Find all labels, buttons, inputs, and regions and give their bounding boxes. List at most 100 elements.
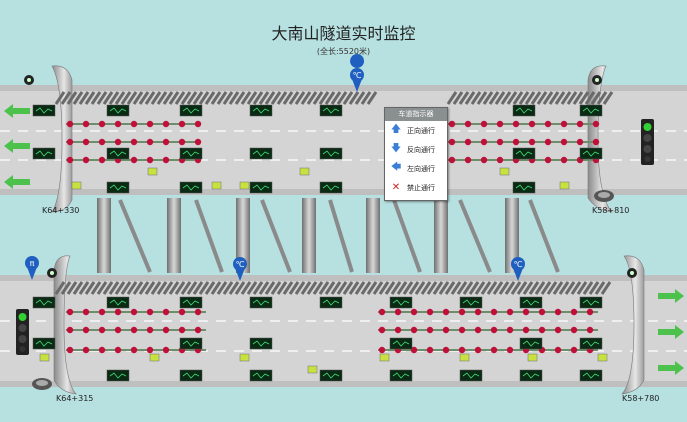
detector-tag xyxy=(559,181,570,190)
jet-fan xyxy=(234,281,246,295)
lamp xyxy=(194,120,202,128)
menu-item-reverse[interactable]: 🡇 反向通行 xyxy=(385,140,447,159)
jet-fan xyxy=(540,281,552,295)
jet-fan xyxy=(258,281,270,295)
jet-fan xyxy=(210,91,222,105)
jet-fan xyxy=(324,281,336,295)
traffic-signal-lower-left[interactable] xyxy=(16,309,29,355)
waveform xyxy=(182,299,200,306)
jet-fan xyxy=(276,91,288,105)
traffic-signal-upper-right[interactable] xyxy=(641,119,654,165)
svg-text:℃: ℃ xyxy=(514,260,523,269)
lamp xyxy=(394,326,402,334)
menu-item-left[interactable]: 🡄 左向通行 xyxy=(385,159,447,178)
jet-fan xyxy=(168,281,180,295)
menu-item-forward[interactable]: 🡅 正向通行 xyxy=(385,121,447,140)
monitor-screen xyxy=(179,337,203,350)
jet-fan xyxy=(498,281,510,295)
detector-tag xyxy=(527,353,538,362)
jet-fan xyxy=(264,281,276,295)
lamp xyxy=(98,120,106,128)
lamp xyxy=(426,346,434,354)
lamp xyxy=(410,326,418,334)
lamp xyxy=(554,346,562,354)
lamp xyxy=(66,308,74,316)
jet-fan xyxy=(204,91,216,105)
jet-fan xyxy=(384,281,396,295)
waveform xyxy=(392,340,410,347)
lamp xyxy=(82,138,90,146)
lamp xyxy=(66,346,74,354)
jet-fan xyxy=(240,91,252,105)
waveform xyxy=(515,107,533,114)
jet-fan xyxy=(474,281,486,295)
monitor-screen xyxy=(179,104,203,117)
location-pin-icon[interactable]: ℃ xyxy=(511,257,525,281)
lamp xyxy=(146,326,154,334)
jet-fan xyxy=(318,281,330,295)
monitor-screen xyxy=(389,337,413,350)
lamp xyxy=(378,308,386,316)
jet-fan xyxy=(470,91,482,105)
jet-fan xyxy=(360,91,372,105)
lamp xyxy=(554,326,562,334)
location-pin-icon[interactable]: π xyxy=(25,256,39,280)
waveform xyxy=(182,107,200,114)
lamp xyxy=(506,326,514,334)
jet-fan xyxy=(294,91,306,105)
lamp xyxy=(194,308,202,316)
jet-fan xyxy=(390,281,402,295)
waveform xyxy=(109,107,127,114)
lamp xyxy=(82,120,90,128)
lamp xyxy=(496,156,504,164)
detector-tag xyxy=(307,365,318,374)
monitor-screen xyxy=(579,147,603,160)
lamp xyxy=(114,346,122,354)
jet-fan xyxy=(488,91,500,105)
jet-fan xyxy=(78,91,90,105)
jet-fan xyxy=(198,91,210,105)
km-marker-bottom-right: K58+780 xyxy=(622,394,660,403)
monitor-screen xyxy=(579,104,603,117)
jet-fan xyxy=(494,91,506,105)
traffic-arrow-right xyxy=(658,361,684,375)
lamp xyxy=(464,120,472,128)
jet-fan xyxy=(318,91,330,105)
cross-passages xyxy=(97,198,560,273)
location-pin-icon[interactable]: ℃ xyxy=(350,54,365,92)
jet-fan xyxy=(524,91,536,105)
lamp xyxy=(114,120,122,128)
monitor-screen xyxy=(249,104,273,117)
jet-fan xyxy=(162,281,174,295)
jet-fan xyxy=(306,281,318,295)
lamp xyxy=(394,308,402,316)
lamp xyxy=(162,120,170,128)
jet-fan xyxy=(216,281,228,295)
lamp xyxy=(592,138,600,146)
jet-fan xyxy=(600,281,612,295)
location-pin-icon[interactable]: ℃ xyxy=(233,257,247,281)
lamp xyxy=(576,138,584,146)
jet-fan xyxy=(96,91,108,105)
waveform xyxy=(322,150,340,157)
jet-fan xyxy=(126,91,138,105)
waveform xyxy=(322,299,340,306)
lamp xyxy=(178,308,186,316)
monitor-screen xyxy=(319,296,343,309)
jet-fan xyxy=(264,91,276,105)
lamp xyxy=(544,156,552,164)
waveform xyxy=(522,299,540,306)
monitor-screen xyxy=(32,337,56,350)
jet-fan xyxy=(492,281,504,295)
jet-fan xyxy=(516,281,528,295)
monitor-screen xyxy=(249,147,273,160)
waveform xyxy=(109,299,127,306)
jet-fan xyxy=(594,281,606,295)
menu-item-forbidden[interactable]: ✕ 禁止通行 xyxy=(385,178,447,197)
jet-fan-row-upper xyxy=(54,91,614,105)
jet-fan xyxy=(330,281,342,295)
waveform xyxy=(252,150,270,157)
lamp xyxy=(378,326,386,334)
jet-fan xyxy=(590,91,602,105)
svg-text:℃: ℃ xyxy=(236,260,245,269)
